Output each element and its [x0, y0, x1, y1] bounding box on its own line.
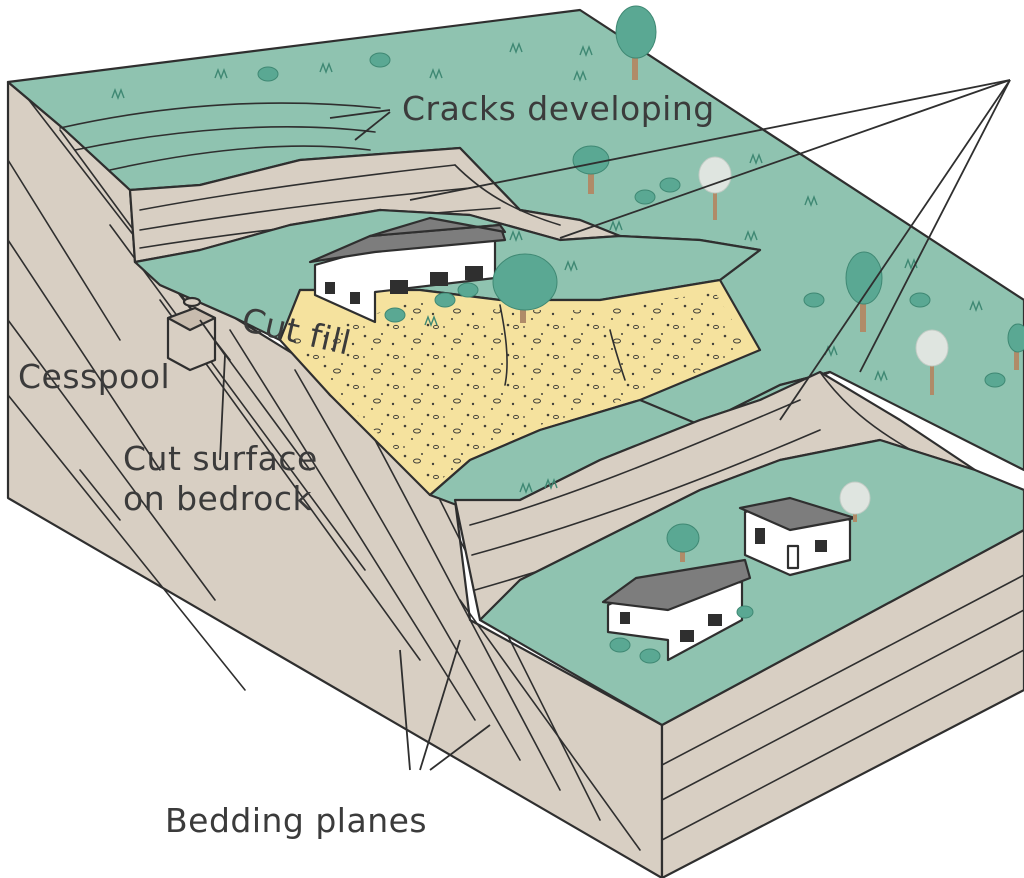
grass-tufts [111, 42, 983, 494]
pale-tree [698, 156, 732, 220]
trees [492, 5, 1024, 562]
tree [492, 253, 558, 323]
tree [615, 5, 657, 80]
strata-lines-right [661, 574, 1024, 841]
lower-terrace [478, 438, 1024, 727]
label-bedding-planes: Bedding planes [165, 801, 427, 840]
label-cracks-developing: Cracks developing [402, 89, 715, 128]
pale-tree [839, 481, 871, 522]
label-cesspool: Cesspool [18, 357, 170, 396]
label-cut-surface-line1: Cut surface [123, 439, 318, 478]
pale-trees [698, 156, 949, 522]
crack-lines [59, 102, 381, 171]
tree [845, 251, 883, 332]
house-upper [308, 216, 507, 324]
cut-fill-wedge [278, 278, 762, 497]
tree [666, 523, 700, 562]
label-cut-surface-line2: on bedrock [123, 479, 312, 518]
shrubs [257, 52, 1006, 664]
house-lower-left [601, 558, 752, 662]
tree [1007, 323, 1024, 370]
house-lower-right [738, 496, 857, 577]
pale-tree [915, 329, 949, 395]
leader-lines [199, 79, 1011, 771]
